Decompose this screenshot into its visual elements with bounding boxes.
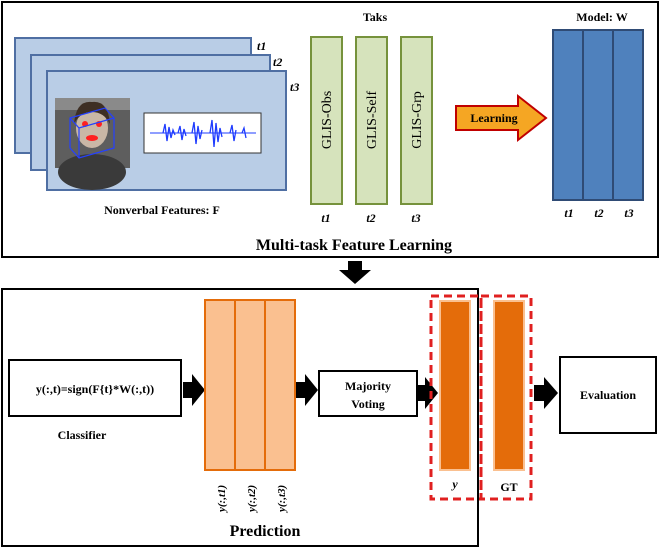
feature-frames bbox=[14, 37, 287, 191]
task-time-3: t3 bbox=[411, 211, 420, 225]
prediction-label-1: y(:,t1) bbox=[216, 485, 228, 514]
gt-label: GT bbox=[500, 480, 517, 494]
evaluation-box bbox=[559, 356, 657, 434]
task-bar-3: GLIS-Grp bbox=[400, 36, 433, 205]
task-label-1: GLIS-Obs bbox=[320, 91, 335, 149]
audio-waveform bbox=[143, 112, 262, 154]
prediction-caption: Prediction bbox=[230, 523, 301, 540]
prediction-label-3: y(:,t3) bbox=[276, 485, 288, 514]
model-column-3 bbox=[612, 29, 644, 201]
classifier-box bbox=[8, 359, 182, 417]
model-matrix bbox=[552, 29, 644, 201]
task-label-2: GLIS-Self bbox=[365, 91, 380, 150]
features-caption: Nonverbal Features: F bbox=[104, 203, 220, 217]
voting-label-1: Majority bbox=[345, 379, 391, 393]
prediction-column-3 bbox=[264, 299, 296, 471]
model-column-1 bbox=[552, 29, 584, 201]
classifier-formula: y(:,t)=sign(F{t}*W(:,t)) bbox=[36, 382, 154, 396]
classifier-caption: Classifier bbox=[58, 428, 107, 442]
majority-voting-box bbox=[318, 370, 418, 417]
gt-dashed-box bbox=[479, 294, 533, 501]
model-label-t3: t3 bbox=[624, 206, 633, 220]
learning-label: Learning bbox=[470, 111, 517, 125]
task-bar-2: GLIS-Self bbox=[355, 36, 388, 205]
arrow-to-prediction bbox=[183, 374, 205, 406]
top-panel-title: Multi-task Feature Learning bbox=[256, 237, 452, 254]
voting-label-2: Voting bbox=[351, 397, 385, 411]
task-time-1: t1 bbox=[321, 211, 330, 225]
prediction-column-2 bbox=[234, 299, 266, 471]
output-y-label: y bbox=[450, 477, 458, 491]
tasks-heading: Taks bbox=[363, 10, 388, 24]
prediction-matrix bbox=[204, 299, 296, 471]
prediction-label-2: y(:,t2) bbox=[246, 485, 258, 514]
ground-truth-column bbox=[493, 300, 525, 471]
down-arrow bbox=[339, 261, 371, 284]
model-column-2 bbox=[582, 29, 614, 201]
prediction-column-1 bbox=[204, 299, 236, 471]
task-bar-1: GLIS-Obs bbox=[310, 36, 343, 205]
frame-label-t3: t3 bbox=[290, 80, 299, 94]
arrow-to-output bbox=[418, 377, 438, 409]
arrow-to-evaluation bbox=[534, 377, 558, 409]
frame-label-t2: t2 bbox=[273, 55, 282, 69]
learning-arrow: Learning bbox=[455, 93, 548, 143]
evaluation-label: Evaluation bbox=[580, 388, 636, 402]
frame-label-t1: t1 bbox=[257, 39, 266, 53]
output-dashed-box bbox=[429, 294, 483, 501]
task-time-2: t2 bbox=[366, 211, 375, 225]
arrow-to-voting bbox=[296, 374, 318, 406]
output-y-column bbox=[439, 300, 471, 471]
face-image bbox=[55, 98, 130, 190]
model-heading: Model: W bbox=[576, 10, 627, 24]
model-label-t2: t2 bbox=[594, 206, 603, 220]
task-label-3: GLIS-Grp bbox=[410, 91, 425, 149]
model-label-t1: t1 bbox=[564, 206, 573, 220]
